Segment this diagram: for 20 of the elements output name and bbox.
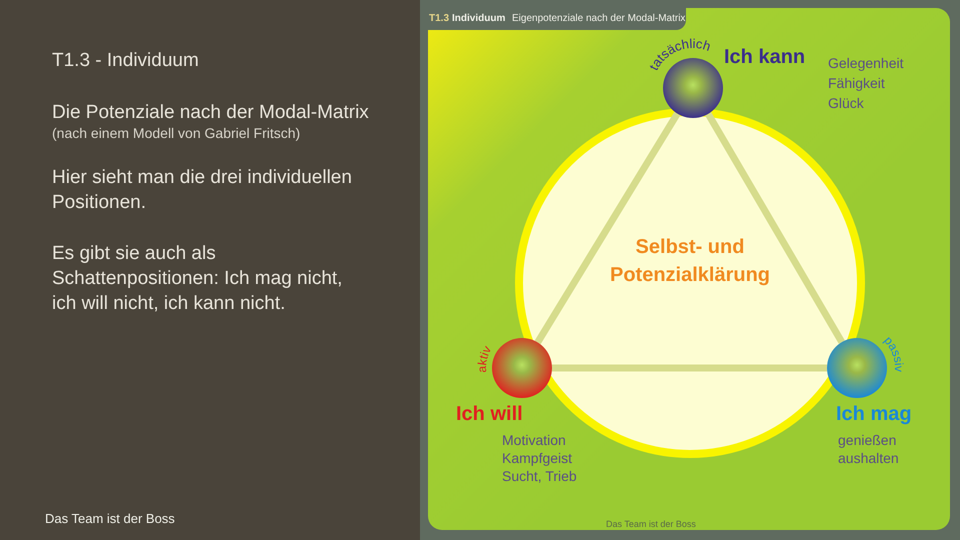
connector-line [705, 112, 845, 344]
connector-line [552, 364, 827, 372]
footer-text: Das Team ist der Boss [606, 519, 696, 530]
header-text: Eigenpotenziale nach der Modal-Matrix [512, 12, 686, 25]
keyword-list: Motivation Kampfgeist Sucht, Trieb [502, 431, 584, 485]
position-label: Ich will [456, 402, 523, 426]
connector-line [534, 112, 680, 344]
slide-title: T1.3 - Individuum [52, 50, 199, 72]
position-label: Ich kann [724, 45, 806, 69]
paragraph: Hier sieht man die drei individuellen Positionen. [52, 166, 353, 215]
footer-text: Das Team ist der Boss [45, 511, 175, 527]
position-label: Ich mag [836, 402, 912, 426]
section-name: Individuum [452, 12, 506, 25]
section-number: T1.3 [429, 12, 450, 25]
keyword-list: genießen aushalten [838, 431, 910, 467]
paragraph: Es gibt sie auch als Schattenpositionen: Ich mag nicht, ich will nicht, ich kann nicht. [52, 242, 344, 316]
keyword-list: Gelegenheit Fähigkeit Glück [828, 53, 910, 113]
center-text: Selbst- und Potenzialklärung [608, 235, 772, 288]
subtitle: Die Potenziale nach der Modal-Matrix [52, 101, 369, 125]
source-note: (nach einem Modell von Gabriel Fritsch) [52, 124, 300, 142]
